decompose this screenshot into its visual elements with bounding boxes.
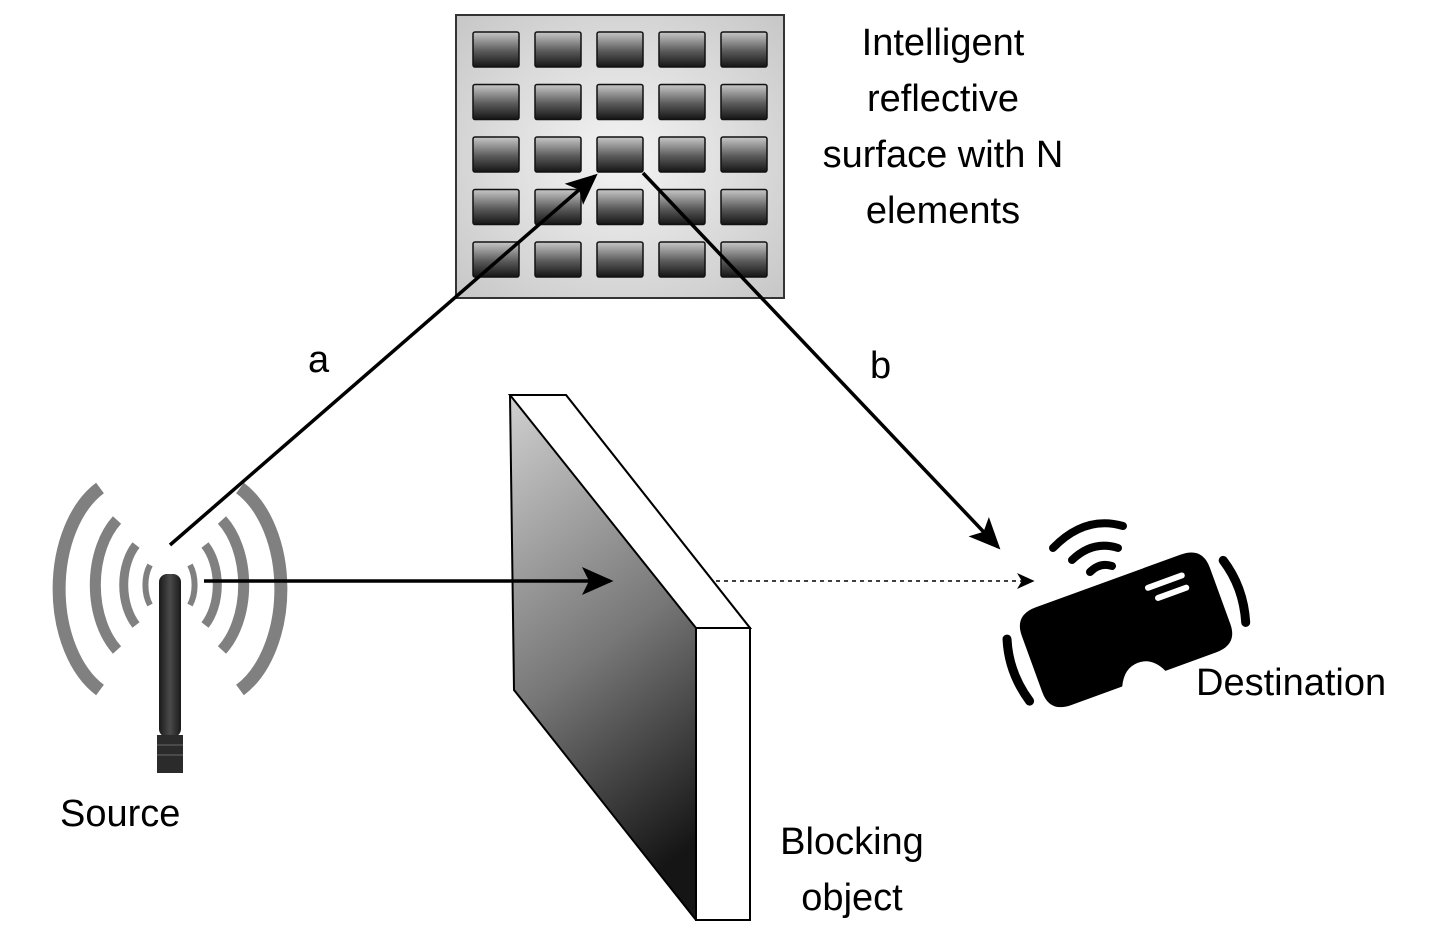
source-label: Source	[60, 793, 181, 835]
irs-label: Intelligent reflective surface with N el…	[795, 15, 1091, 239]
irs-panel	[455, 14, 785, 299]
irs-element	[658, 136, 706, 173]
irs-element	[658, 83, 706, 121]
irs-element	[472, 188, 520, 226]
headset-strap-left	[1002, 634, 1035, 706]
signal-waves-left	[52, 482, 153, 696]
irs-element	[720, 241, 768, 278]
vr-headset-icon	[1002, 519, 1251, 708]
irs-element	[596, 188, 644, 226]
blocking-object-side	[695, 627, 751, 921]
headset-strap-right	[1218, 555, 1251, 627]
antenna-base	[157, 735, 183, 773]
irs-element	[472, 31, 520, 68]
path-a-label: a	[308, 339, 330, 381]
irs-label-line: surface with N	[822, 134, 1064, 176]
path-b-arrow	[641, 171, 1001, 550]
irs-element	[720, 188, 768, 226]
irs-element	[720, 136, 768, 173]
irs-element	[534, 31, 582, 68]
destination-label: Destination	[1196, 662, 1387, 704]
irs-label-line: elements	[865, 190, 1021, 232]
headset-signal-waves	[1049, 519, 1127, 576]
irs-element	[596, 31, 644, 68]
blocking-label-line: object	[801, 877, 903, 919]
path-a-arrow	[168, 173, 598, 547]
blocking-object	[507, 394, 753, 921]
irs-element	[534, 136, 582, 173]
irs-element	[472, 136, 520, 173]
path-b-label: b	[870, 345, 892, 387]
irs-element	[658, 31, 706, 68]
irs-element	[720, 31, 768, 68]
irs-element-grid	[472, 31, 768, 278]
antenna-body	[159, 574, 181, 737]
irs-element	[534, 83, 582, 121]
irs-element	[534, 241, 582, 278]
irs-element	[658, 188, 706, 226]
antenna-icon	[52, 482, 288, 773]
irs-element	[720, 83, 768, 121]
signal-paths	[168, 171, 1035, 595]
irs-element	[658, 241, 706, 278]
irs-label-line: Intelligent	[861, 22, 1025, 64]
blocking-label-line: Blocking	[780, 821, 924, 863]
signal-waves-right	[187, 482, 288, 696]
irs-label-line: reflective	[866, 78, 1020, 120]
irs-element	[596, 83, 644, 121]
irs-element	[472, 83, 520, 121]
blocking-object-label: Blocking object	[760, 814, 944, 926]
irs-element	[596, 136, 644, 173]
irs-element	[596, 241, 644, 278]
